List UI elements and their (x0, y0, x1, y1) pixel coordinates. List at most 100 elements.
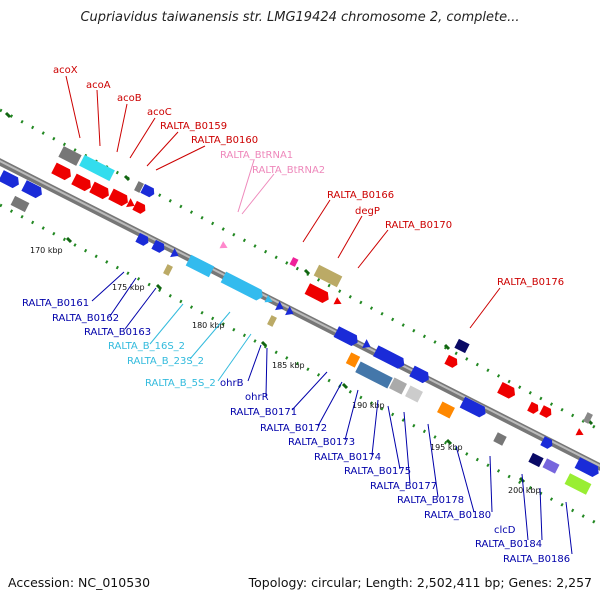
gene-purple[interactable] (542, 458, 560, 474)
label-acob[interactable]: acoB (117, 93, 142, 104)
scale-label-200: 200 kbp (508, 486, 541, 495)
label-ralta-b0170[interactable]: RALTA_B0170 (385, 220, 452, 231)
gene-block-1[interactable] (51, 162, 73, 182)
label-ralta-b0177[interactable]: RALTA_B0177 (370, 481, 437, 492)
gene-23s-rrna[interactable] (220, 271, 266, 303)
label-ralta-b-16s-2[interactable]: RALTA_B_16S_2 (108, 341, 185, 352)
gene-grey-lower[interactable] (493, 432, 507, 446)
gene-b0174[interactable] (409, 365, 431, 385)
gene-block-2[interactable] (71, 173, 93, 193)
gene-trna2[interactable] (289, 257, 299, 267)
gene-acoc[interactable] (126, 198, 137, 210)
label-clcd[interactable]: clcD (494, 525, 516, 536)
gene-b0184[interactable] (528, 452, 544, 468)
gene-b0173[interactable] (373, 345, 407, 370)
label-ralta-b0160[interactable]: RALTA_B0160 (191, 135, 258, 146)
label-ralta-b0174[interactable]: RALTA_B0174 (314, 452, 381, 463)
gene-red-right-1[interactable] (497, 382, 518, 400)
gene-b0161[interactable] (135, 232, 150, 247)
label-degp[interactable]: degP (355, 206, 380, 217)
gene-red-right-2[interactable] (527, 401, 540, 415)
gene-block-3[interactable] (89, 181, 111, 201)
label-ralta-b0166[interactable]: RALTA_B0166 (327, 190, 394, 201)
label-ohrb[interactable]: ohrB (220, 378, 244, 389)
gene-green[interactable] (564, 473, 592, 495)
gene-b0172[interactable] (362, 339, 373, 351)
gene-b0177[interactable] (389, 377, 407, 395)
gene-left-2[interactable] (21, 180, 44, 200)
gene-b0171[interactable] (333, 326, 361, 348)
gene-block-4[interactable] (108, 188, 130, 208)
gene-b0175[interactable] (355, 361, 393, 389)
label-ralta-b-5s-2[interactable]: RALTA_B_5S_2 (145, 378, 216, 389)
gene-16s-rrna[interactable] (185, 254, 215, 278)
bottom-gene-labels: RALTA_B0161 RALTA_B0162 RALTA_B0163 RALT… (22, 298, 570, 565)
gene-orange-1[interactable] (345, 352, 361, 368)
gene-ohrb[interactable] (275, 301, 286, 313)
scale-labels: 170 kbp 175 kbp 180 kbp 185 kbp 190 kbp … (30, 246, 541, 495)
label-ralta-b0172[interactable]: RALTA_B0172 (260, 423, 327, 434)
scale-label-175: 175 kbp (112, 283, 145, 292)
gene-clcd[interactable] (540, 436, 554, 450)
gene-red-right-4[interactable] (575, 428, 586, 438)
gene-b0176[interactable] (454, 338, 470, 354)
major-ticks (4, 111, 594, 484)
scale-label-195: 195 kbp (430, 443, 463, 452)
gene-orange-2[interactable] (437, 401, 455, 419)
label-ralta-btrna1[interactable]: RALTA_BtRNA1 (220, 150, 293, 161)
scale-label-180: 180 kbp (192, 321, 225, 330)
gene-red-right-3[interactable] (539, 405, 553, 419)
top-leader-lines (65, 75, 501, 329)
gene-trna1[interactable] (219, 241, 230, 251)
label-ralta-b0173[interactable]: RALTA_B0173 (288, 437, 355, 448)
label-ralta-b0163[interactable]: RALTA_B0163 (84, 327, 151, 338)
gene-b0166[interactable] (313, 264, 343, 288)
label-ralta-b0180[interactable]: RALTA_B0180 (424, 510, 491, 521)
label-ralta-b0184[interactable]: RALTA_B0184 (475, 539, 542, 550)
gene-b0178[interactable] (405, 385, 423, 403)
label-acoa[interactable]: acoA (86, 80, 111, 91)
bottom-leader-lines (91, 271, 573, 555)
gene-b0180[interactable] (459, 396, 489, 419)
label-ralta-b0171[interactable]: RALTA_B0171 (230, 407, 297, 418)
gene-degp[interactable] (304, 283, 332, 305)
gene-b0160[interactable] (140, 183, 156, 199)
label-ralta-btrna2[interactable]: RALTA_BtRNA2 (252, 165, 325, 176)
gene-b0163[interactable] (170, 248, 181, 260)
chromosome-backbone (0, 158, 600, 471)
gene-grey-small[interactable] (134, 181, 144, 193)
gene-ohrr[interactable] (285, 306, 296, 318)
label-ralta-b0162[interactable]: RALTA_B0162 (52, 313, 119, 324)
top-gene-labels: acoX acoA acoB acoC RALTA_B0159 RALTA_B0… (53, 65, 564, 288)
label-acox[interactable]: acoX (53, 65, 78, 76)
gene-b0159[interactable] (132, 200, 147, 215)
gene-left-grey[interactable] (10, 195, 30, 213)
label-ralta-b0161[interactable]: RALTA_B0161 (22, 298, 89, 309)
label-ralta-b0176[interactable]: RALTA_B0176 (497, 277, 564, 288)
gene-b0170[interactable] (333, 297, 344, 307)
label-ralta-b0159[interactable]: RALTA_B0159 (160, 121, 227, 132)
gene-b0162[interactable] (151, 239, 166, 254)
gene-acox[interactable] (58, 146, 82, 166)
gene-left-1[interactable] (0, 170, 22, 190)
gene-khaki-2[interactable] (267, 315, 277, 327)
scale-label-170: 170 kbp (30, 246, 63, 255)
gene-khaki-1[interactable] (163, 264, 173, 276)
label-acoc[interactable]: acoC (147, 107, 172, 118)
forward-strand-genes (0, 146, 593, 438)
label-ralta-b-23s-2[interactable]: RALTA_B_23S_2 (127, 356, 204, 367)
gene-grey-right[interactable] (583, 412, 593, 424)
page-title: Cupriavidus taiwanensis str. LMG19424 ch… (80, 10, 520, 25)
gene-acoa[interactable] (79, 154, 115, 182)
reverse-strand-genes (135, 232, 600, 495)
gene-b0186[interactable] (574, 457, 600, 479)
label-ralta-b0178[interactable]: RALTA_B0178 (397, 495, 464, 506)
label-ohrr[interactable]: ohrR (245, 392, 269, 403)
label-ralta-b0186[interactable]: RALTA_B0186 (503, 554, 570, 565)
label-ralta-b0175[interactable]: RALTA_B0175 (344, 466, 411, 477)
gene-5s-rrna[interactable] (264, 295, 275, 305)
footer-accession: Accession: NC_010530 (8, 575, 151, 590)
gene-b0176-red[interactable] (444, 354, 459, 369)
